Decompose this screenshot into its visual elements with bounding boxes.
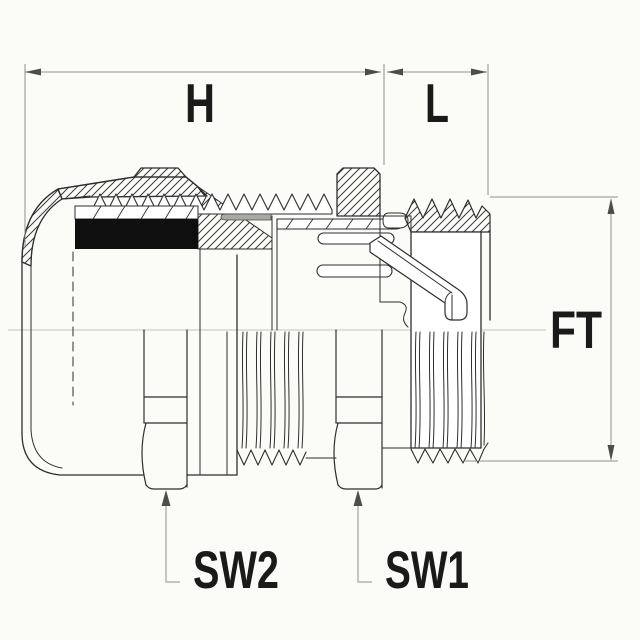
- arrow-ft-bottom: [607, 445, 615, 461]
- hex-flat-sw1: [333, 329, 383, 490]
- middle-thread-flanks: [236, 331, 337, 466]
- body-top-plate: [276, 212, 409, 230]
- clamping-claw: [369, 235, 468, 321]
- label-h: H: [185, 72, 215, 134]
- dimension-l: [387, 64, 489, 195]
- arrow-l-left: [387, 68, 403, 76]
- arrow-ft-top: [607, 198, 615, 214]
- arrow-h-right: [365, 68, 381, 76]
- dimension-ft: [463, 196, 618, 462]
- cap-lug: [133, 167, 187, 178]
- arrow-sw1: [353, 490, 363, 506]
- dimension-lines: [24, 64, 618, 583]
- label-ft: FT: [550, 301, 602, 360]
- cap-nut-outline: [21, 176, 238, 476]
- arrow-l-right: [471, 68, 487, 76]
- label-sw1: SW1: [385, 541, 469, 600]
- washer: [74, 205, 199, 220]
- dimension-arrows: [25, 68, 615, 506]
- hex-flat-sw2: [141, 329, 188, 490]
- label-l: L: [425, 72, 449, 134]
- leader-sw1: [357, 506, 372, 583]
- lamella-edge-bar: [220, 213, 272, 221]
- seal-insert: [75, 219, 198, 249]
- bore-lines: [72, 215, 278, 476]
- dimension-labels: H L FT SW2 SW1: [185, 72, 602, 600]
- dimension-h: [24, 64, 385, 248]
- arrow-sw2: [161, 490, 171, 506]
- label-sw2: SW2: [193, 541, 279, 600]
- rear-thread-flanks: [381, 331, 489, 464]
- rear-thread-crest: [404, 198, 491, 233]
- gland-section-drawing: [21, 167, 491, 490]
- body-lug: [336, 167, 381, 217]
- arrow-h-left: [25, 68, 41, 76]
- leader-sw2: [165, 506, 180, 583]
